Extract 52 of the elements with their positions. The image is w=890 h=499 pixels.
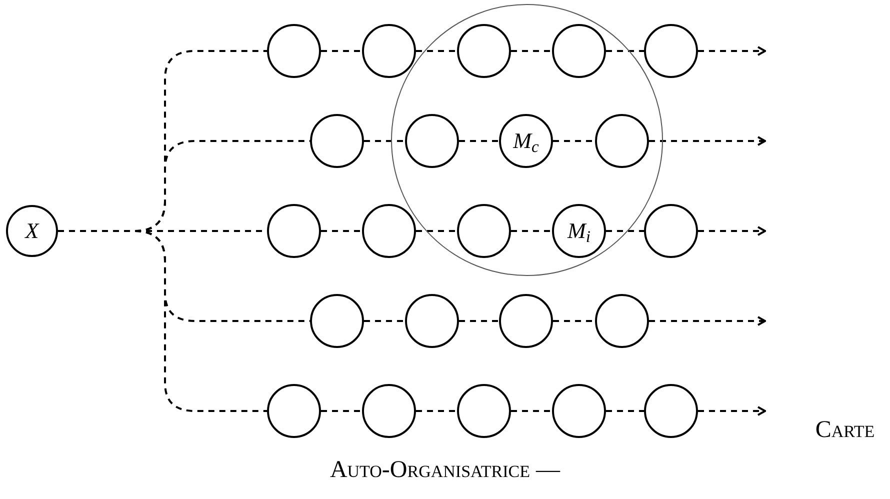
neuron-node xyxy=(405,294,459,348)
dashed-connector xyxy=(416,230,457,232)
symbol-node xyxy=(6,205,58,257)
node-label: M$_{c}$ xyxy=(513,130,539,152)
neuron-node xyxy=(267,384,321,438)
neuron-node xyxy=(644,384,698,438)
neuron-node xyxy=(405,114,459,168)
neuron-node xyxy=(310,114,364,168)
neuron-node xyxy=(644,204,698,258)
dashed-connector xyxy=(606,50,644,52)
dashed-connector xyxy=(553,320,595,322)
neuron-node xyxy=(362,384,416,438)
node-label: M$_{i}$ xyxy=(568,220,590,242)
dashed-connector xyxy=(698,406,766,416)
dashed-connector xyxy=(649,316,766,326)
neuron-node xyxy=(644,24,698,78)
dashed-connector xyxy=(606,410,644,412)
dashed-connector xyxy=(364,140,405,142)
neuron-node xyxy=(362,204,416,258)
dashed-connector xyxy=(364,320,405,322)
neuron-node xyxy=(595,294,649,348)
neuron-node xyxy=(457,384,511,438)
neuron-node xyxy=(457,24,511,78)
dashed-connector xyxy=(459,140,499,142)
dashed-connector xyxy=(606,230,644,232)
dashed-connector xyxy=(459,320,499,322)
neuron-node xyxy=(310,294,364,348)
neuron-node xyxy=(552,24,606,78)
dashed-connector xyxy=(553,140,595,142)
dashed-connector xyxy=(321,230,362,232)
node-label: X xyxy=(25,220,39,242)
dashed-connector xyxy=(321,410,362,412)
caption: Carte Auto-Organisatrice — xyxy=(328,416,876,485)
neuron-node xyxy=(595,114,649,168)
dashed-connector xyxy=(698,226,766,236)
dashed-connector xyxy=(58,230,267,412)
dashed-connector xyxy=(698,46,766,56)
neuron-node xyxy=(457,204,511,258)
dashed-connector xyxy=(321,50,362,52)
dashed-connector xyxy=(511,410,552,412)
neuron-node xyxy=(267,24,321,78)
dashed-connector xyxy=(649,136,766,146)
dashed-connector xyxy=(511,230,552,232)
dashed-connector xyxy=(416,50,457,52)
neuron-node xyxy=(362,24,416,78)
neuron-node xyxy=(499,294,553,348)
symbol-node xyxy=(499,114,553,168)
dashed-connector xyxy=(511,50,552,52)
neuron-node xyxy=(267,204,321,258)
symbol-node xyxy=(552,204,606,258)
dashed-connector xyxy=(416,410,457,412)
neuron-node xyxy=(552,384,606,438)
